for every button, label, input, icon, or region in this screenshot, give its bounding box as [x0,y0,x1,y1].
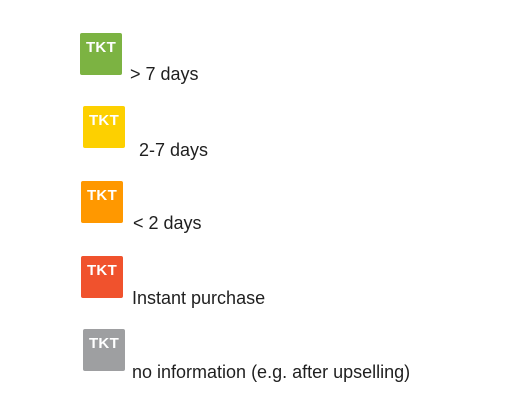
legend-label: > 7 days [130,64,199,84]
legend-label: 2-7 days [139,140,209,160]
tkt-badge-grey: TKT [83,329,125,371]
legend-label: Instant purchase [132,288,266,308]
legend-item-instant-purchase: TKT Instant purchase [0,256,508,316]
legend-label: < 2 days [133,213,202,233]
legend-item-no-information: TKT no information (e.g. after upselling… [0,329,508,389]
tkt-badge-orange: TKT [81,181,123,223]
tkt-badge-red: TKT [81,256,123,298]
legend-label: no information (e.g. after upselling) [132,362,411,382]
tkt-badge-yellow: TKT [83,106,125,148]
legend-item-more-than-7-days: TKT > 7 days [0,33,508,93]
legend-item-less-than-2-days: TKT < 2 days [0,181,508,241]
tkt-badge-green: TKT [80,33,122,75]
legend-item-2-to-7-days: TKT 2-7 days [0,106,508,166]
